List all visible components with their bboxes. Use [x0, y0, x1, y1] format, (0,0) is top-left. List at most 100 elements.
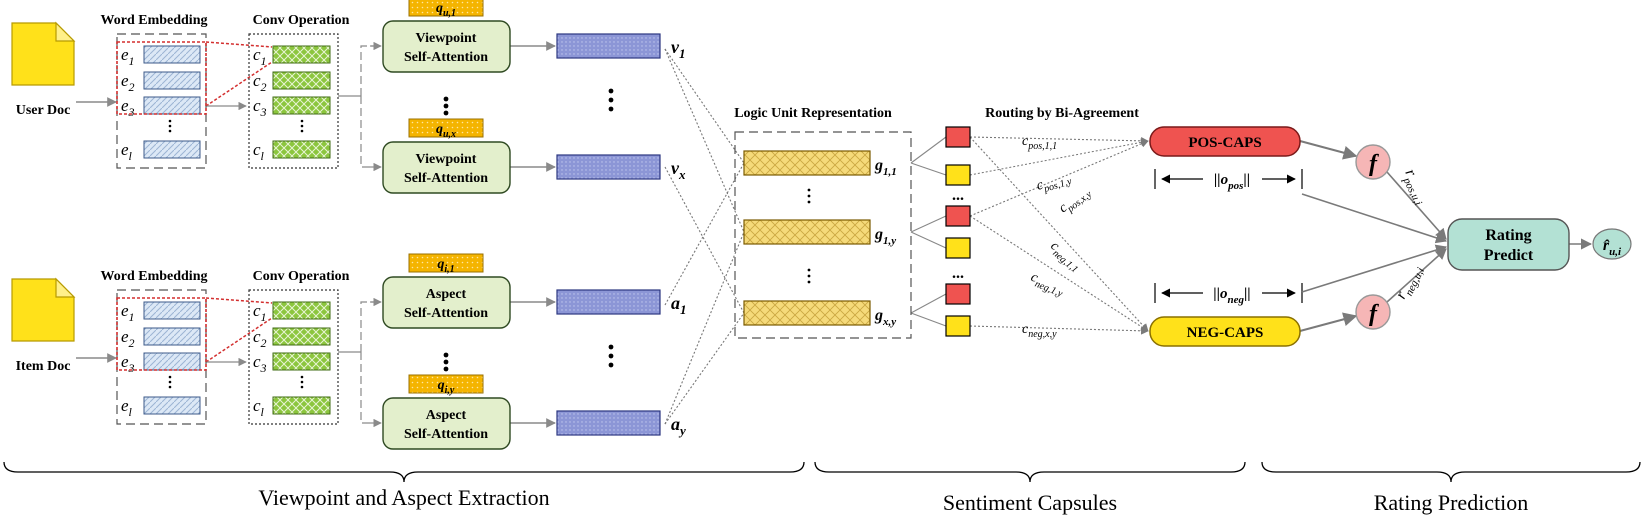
self-attention-line2: Self-Attention	[404, 50, 488, 65]
logic-ellipsis	[807, 188, 811, 192]
conv-window	[116, 297, 207, 371]
logic-unit-vector	[743, 219, 871, 245]
logic-unit-label-base: g	[874, 307, 883, 324]
conv-token-label: cl	[253, 140, 265, 163]
embedding-token-label: e3	[121, 96, 135, 119]
negative-rating-score: rneg,u,i	[1392, 262, 1427, 304]
conv-token-label-base: c	[253, 45, 261, 64]
query-label-base: q	[438, 378, 445, 393]
logic-ellipsis	[807, 274, 811, 278]
document-fold	[55, 277, 76, 298]
conv-token-label: c1	[253, 301, 267, 324]
embedding-vector	[143, 352, 201, 371]
routing-coefficient-sub: neg,1,y	[1033, 279, 1064, 300]
section-label-capsules: Sentiment Capsules	[943, 490, 1117, 515]
logic-unit-vector	[743, 300, 871, 326]
logic-ellipsis	[807, 280, 811, 284]
embedding-token-label: e3	[121, 352, 135, 375]
self-attention-line1: Aspect	[426, 408, 467, 423]
conv-token-label-sub: 3	[260, 105, 267, 119]
output-vector-label: a1	[671, 293, 687, 317]
routing-title: Routing by Bi-Agreement	[985, 106, 1139, 121]
predicted-rating-label: r̂u,i	[1603, 237, 1622, 258]
output-vector	[556, 410, 661, 436]
embedding-vector	[143, 140, 201, 159]
output-vector-label-base: a	[671, 293, 680, 313]
embedding-token-label-base: e	[121, 71, 129, 90]
self-attention-line1: Viewpoint	[416, 31, 477, 46]
conv-token-label-sub: 2	[261, 336, 267, 350]
embedding-vector	[143, 396, 201, 415]
capsule-unit	[945, 126, 971, 148]
capsules-brace	[814, 461, 1246, 483]
conv-to-attention-elbow	[360, 45, 379, 96]
output-vector-label-sub: y	[678, 423, 686, 438]
logic-unit-label-base: g	[874, 157, 883, 174]
routing-edge	[969, 325, 1149, 335]
extraction-brace	[3, 461, 805, 483]
document-fold	[55, 21, 76, 42]
f-to-predict-arrow	[1386, 248, 1447, 303]
routing-coefficient: cneg,1,1	[1046, 239, 1085, 276]
attention-ellipsis	[443, 96, 449, 102]
conv-token-label: c2	[253, 327, 267, 350]
conv-token-label-sub: 3	[260, 361, 267, 375]
capsule-norm-label-sub: pos	[1227, 180, 1243, 192]
logic-to-capsule-link	[910, 162, 947, 176]
embedding-ellipsis	[168, 129, 172, 133]
capsule-norm-label: ||opos||	[1214, 172, 1250, 192]
vector-ellipsis	[608, 362, 614, 368]
attention-ellipsis	[443, 352, 449, 358]
output-vector	[556, 33, 661, 59]
output-vector-label: vx	[671, 158, 686, 182]
vector-ellipsis	[608, 88, 614, 94]
vector-ellipsis	[608, 353, 614, 359]
embedding-token-label: e2	[121, 327, 135, 350]
attention-ellipsis	[443, 103, 449, 109]
query-label: qi,y	[438, 378, 455, 396]
query-tag	[408, 253, 484, 273]
document-label: User Doc	[16, 103, 71, 118]
conv-window-link	[205, 61, 273, 107]
embedding-token-label: el	[121, 140, 133, 163]
negative-rating-score-sub: neg,u,i	[1403, 266, 1427, 298]
conv-window	[116, 41, 207, 115]
conv-feature	[272, 45, 331, 64]
conv-operation-title: Conv Operation	[253, 269, 350, 284]
logic-unit-label-base: g	[874, 226, 883, 243]
routing-edge	[969, 215, 1149, 332]
embedding-vector	[143, 45, 201, 64]
conv-token-label-base: c	[253, 71, 261, 90]
aggregation-function-label: f	[1369, 151, 1379, 177]
conv-token-label-sub: l	[261, 149, 265, 163]
logic-to-capsule-link	[910, 215, 947, 233]
conv-token-label: c3	[253, 96, 267, 119]
capsule-norm-label-base: ||o	[1213, 286, 1227, 302]
rating-predict-line2: Predict	[1484, 247, 1534, 264]
self-attention-line1: Aspect	[426, 287, 467, 302]
output-vector-label: ay	[671, 414, 686, 438]
logic-ellipsis	[807, 194, 811, 198]
conv-ellipsis	[300, 385, 304, 389]
output-vector-label-base: a	[671, 414, 680, 434]
query-tag	[408, 374, 484, 394]
capsule-unit	[945, 315, 971, 337]
query-label: qu,1	[436, 1, 456, 19]
embedding-vector	[143, 327, 201, 346]
norm-to-predict-arrow	[1301, 244, 1448, 293]
attention-ellipsis	[443, 366, 449, 372]
self-attention-line2: Self-Attention	[404, 171, 488, 186]
routing-coefficient-sub: neg,x,y	[1028, 329, 1057, 340]
embedding-vector	[143, 71, 201, 90]
conv-feature	[272, 140, 331, 159]
conv-window-link	[205, 41, 273, 48]
self-attention-box	[382, 397, 511, 450]
embedding-token-label-base: e	[121, 396, 129, 415]
output-vector-label-base: v	[671, 37, 680, 57]
logic-ellipsis	[807, 200, 811, 204]
conv-ellipsis	[300, 129, 304, 133]
logic-unit-title: Logic Unit Representation	[734, 106, 892, 121]
logic-unit-label-sub: 1,y	[883, 235, 896, 247]
routing-coefficient: cneg,x,y	[1022, 322, 1057, 340]
